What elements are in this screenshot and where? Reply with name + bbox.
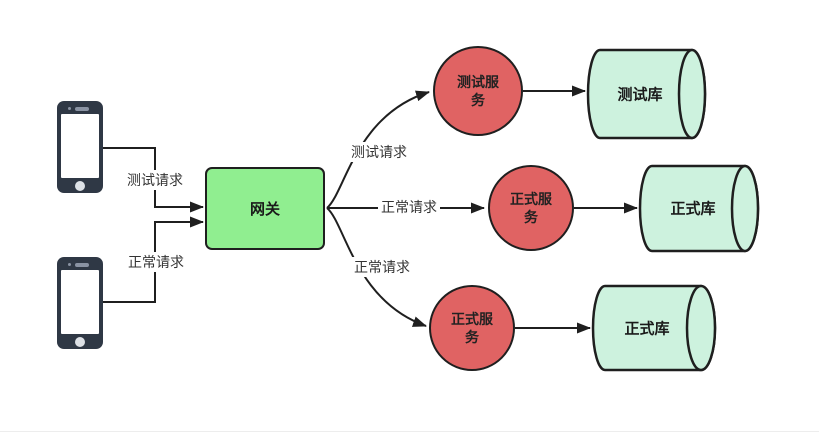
edge-label-prod-branch-bottom: 正常请求 <box>351 257 413 277</box>
prod-service-label: 正式服务 <box>510 190 552 225</box>
phone-home-button <box>75 180 85 191</box>
phone-camera-dot <box>68 107 71 110</box>
phone-speaker <box>75 262 89 267</box>
database-cylinder-test <box>586 48 707 140</box>
database-cylinder-prod-bottom <box>591 284 717 372</box>
test-service-label: 测试服务 <box>457 73 499 108</box>
smartphone-icon <box>57 257 103 349</box>
phone-screen <box>61 270 99 334</box>
phone-speaker <box>75 106 89 111</box>
prod-service-node-mid: 正式服务 <box>488 165 574 251</box>
prod-db-label-bottom: 正式库 <box>624 320 670 338</box>
edge-label-client1: 测试请求 <box>124 170 186 190</box>
prod-service-label: 正式服务 <box>451 310 493 345</box>
edge-label-test-branch: 测试请求 <box>348 142 410 162</box>
test-db-label: 测试库 <box>617 86 663 104</box>
database-cylinder-prod-mid <box>638 164 760 253</box>
gateway-node: 网关 <box>205 167 325 250</box>
phone-home-button <box>75 336 85 347</box>
prod-service-node-bottom: 正式服务 <box>429 285 515 371</box>
phone-camera-dot <box>68 263 71 266</box>
prod-db-label-mid: 正式库 <box>670 200 716 218</box>
phone-screen <box>61 114 99 178</box>
edge-label-prod-branch-mid: 正常请求 <box>378 197 440 217</box>
test-service-node: 测试服务 <box>433 46 523 136</box>
smartphone-icon <box>57 101 103 193</box>
gateway-label: 网关 <box>249 201 280 218</box>
edge-label-client2: 正常请求 <box>125 252 187 272</box>
